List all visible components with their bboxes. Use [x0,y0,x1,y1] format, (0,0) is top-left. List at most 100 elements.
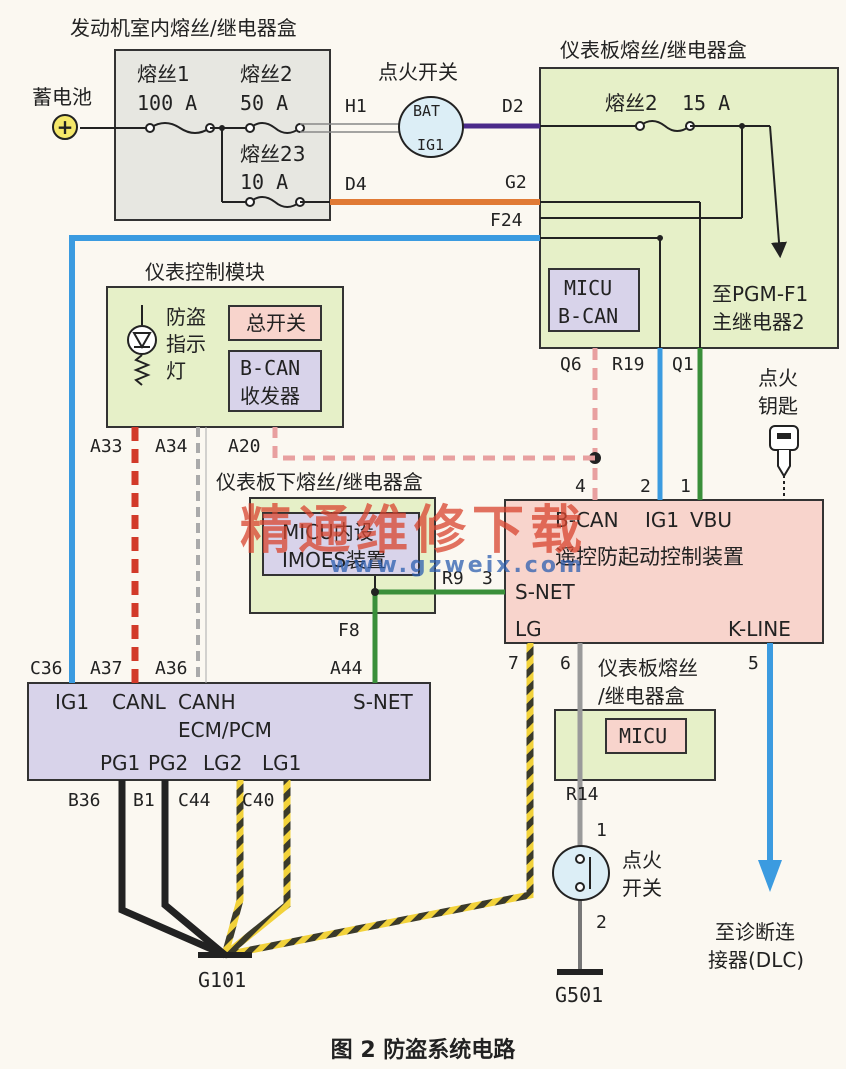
conn-f24: F24 [490,210,523,231]
bcan-label: B-CAN [558,304,619,328]
ground-g101: G101 [198,968,247,992]
ground-g501: G501 [555,983,604,1007]
micu-lower-label: MICU [619,724,668,748]
dash-fuse-box-2-line1: 仪表板熔丝 [598,656,698,680]
ecm-lg2: LG2 [203,751,243,775]
conn-s1: 1 [596,820,607,841]
dash-fuse-name: 熔丝2 [605,91,658,115]
micu-lower-box: MICU [605,718,687,754]
master-switch-label: 总开关 [246,311,306,335]
transceiver-label-1: B-CAN [240,356,301,380]
relay-note-2: 主继电器2 [712,310,805,334]
key-icon [768,424,800,478]
ecm-canh: CANH [178,690,236,714]
dash-fuse-box-title: 仪表板熔丝/继电器盒 [560,38,747,62]
conn-a36: A36 [155,658,188,679]
dlc-label-2: 接器(DLC) [708,948,805,972]
conn-b36: B36 [68,790,101,811]
conn-c44: C44 [178,790,211,811]
micu-immoes-box: MICU内设 IMOES装置 [262,512,420,576]
ecm-snet: S-NET [353,690,413,714]
conn-f8: F8 [338,620,360,641]
immobilizer-ig1: IG1 [645,508,680,532]
conn-a20: A20 [228,436,261,457]
conn-p6: 6 [560,653,571,674]
conn-p7: 7 [508,653,519,674]
conn-p5: 5 [748,653,759,674]
fuse2-rating: 50 A [240,91,289,115]
conn-c40: C40 [242,790,275,811]
conn-p4: 4 [575,476,586,497]
conn-h1: H1 [345,96,367,117]
conn-a37: A37 [90,658,123,679]
ignition-switch-bottom-label-1: 点火 [622,848,662,872]
immobilizer-fill [504,499,824,644]
micu-immoes-label-2: IMOES装置 [282,548,387,572]
indicator-text-2: 指示 [166,332,206,356]
indicator-text-3: 灯 [166,359,186,383]
watermark-url: www.gzweix.com [330,553,585,578]
engine-fuse-box-title: 发动机室内熔丝/继电器盒 [70,16,297,40]
dash-fuse-box-2-line2: /继电器盒 [598,684,685,708]
ignition-switch-top-icon: BAT IG1 [398,96,464,158]
ignition-switch-bottom-label-2: 开关 [622,876,662,900]
ecm-lg1: LG1 [262,751,302,775]
theft-indicator-led-icon [122,305,162,395]
ecm-pg1: PG1 [100,751,141,775]
immobilizer-kline: K-LINE [728,617,791,641]
ecm-canl: CANL [112,690,166,714]
conn-d4: D4 [345,174,367,195]
conn-r9: R9 [442,568,464,589]
ig1-terminal-label: IG1 [417,136,445,154]
ecm-ig1: IG1 [55,690,90,714]
ecm-name: ECM/PCM [178,718,272,742]
transceiver-label-2: 收发器 [240,384,300,408]
conn-r19: R19 [612,354,645,375]
instrument-module-title: 仪表控制模块 [145,260,265,284]
ignition-switch-top-title: 点火开关 [378,60,458,84]
bat-terminal-label: BAT [413,102,441,120]
under-dash-box-title: 仪表板下熔丝/继电器盒 [216,470,423,494]
conn-a33: A33 [90,436,123,457]
micu-bcan-module: MICU B-CAN [548,268,640,332]
conn-s2: 2 [596,912,607,933]
fuse1-rating: 100 A [137,91,198,115]
indicator-text-1: 防盗 [166,305,206,329]
conn-g2: G2 [505,172,527,193]
ecm-pg2: PG2 [148,751,189,775]
immobilizer-snet: S-NET [515,580,575,604]
conn-a34: A34 [155,436,188,457]
conn-a44: A44 [330,658,363,679]
conn-b1: B1 [133,790,155,811]
conn-c36: C36 [30,658,63,679]
micu-label: MICU [564,276,613,300]
battery-icon: + [52,114,78,140]
fuse23-name: 熔丝23 [240,142,306,166]
fuse1-name: 熔丝1 [137,62,190,86]
dash-fuse-rating: 15 A [682,91,731,115]
fuse2-name: 熔丝2 [240,62,293,86]
conn-p3: 3 [482,568,493,589]
master-switch-box: 总开关 [228,305,322,341]
ignition-key-label-2: 钥匙 [758,394,798,418]
dlc-label-1: 至诊断连 [715,920,795,944]
conn-r14: R14 [566,784,599,805]
relay-note-1: 至PGM-F1 [712,282,809,306]
ignition-key-label-1: 点火 [758,366,798,390]
immobilizer-bcan: B-CAN [555,508,619,532]
conn-d2: D2 [502,96,524,117]
battery-label: 蓄电池 [32,85,92,109]
fuse23-rating: 10 A [240,170,289,194]
immobilizer-vbu: VBU [690,508,733,532]
immobilizer-lg: LG [515,617,542,641]
immobilizer-name: 遥控防起动控制装置 [555,545,744,569]
bcan-transceiver-box: B-CAN 收发器 [228,350,322,412]
conn-q1: Q1 [672,354,694,375]
conn-p1: 1 [680,476,691,497]
ignition-switch-bottom-icon [552,845,610,901]
figure-caption: 图 2 防盗系统电路 [330,1038,516,1063]
conn-p2: 2 [640,476,651,497]
micu-immoes-label-1: MICU内设 [282,520,374,544]
ecm-fill [27,682,431,781]
watermark-main: 精通维修下载 [240,501,589,561]
